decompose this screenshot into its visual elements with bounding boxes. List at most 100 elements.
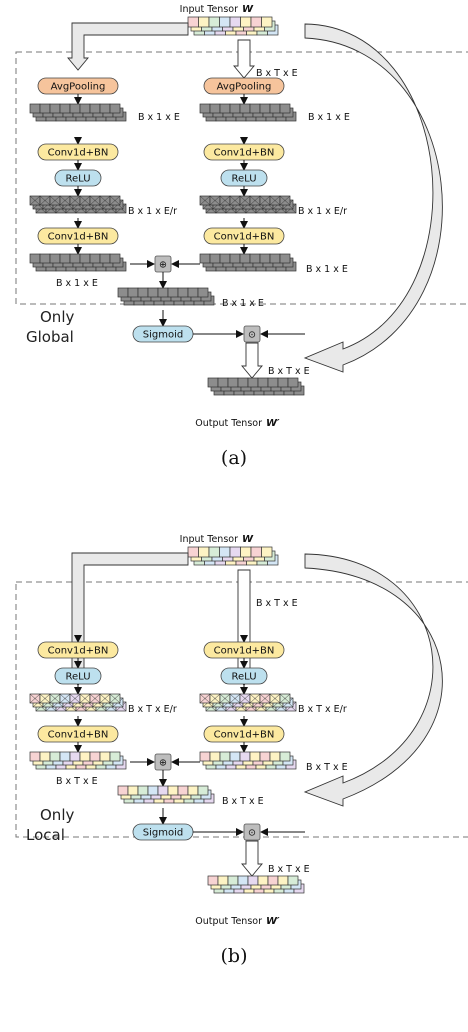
hatch-line [279, 693, 291, 704]
dim-reduced-right-a: B x 1 x E/r [298, 206, 347, 217]
conv1-left-a-label: Conv1d+BN [48, 148, 109, 159]
tensor-cell [227, 377, 239, 388]
output-tensor-label-a: Output Tensor [195, 418, 262, 429]
hatch-line [109, 693, 121, 704]
tensor-cell [79, 253, 91, 264]
tensor-cell [267, 377, 279, 388]
tensor-cell [209, 103, 221, 114]
tensor-cell [59, 253, 71, 264]
output-tensor-a [207, 377, 305, 396]
pooled-right-tensor-a [199, 103, 297, 122]
tensor-cell [187, 287, 199, 298]
tensor-cell [89, 103, 101, 114]
tensor-cell [219, 751, 231, 762]
tensor-cell [39, 103, 51, 114]
hatch-line [199, 693, 211, 704]
tensor-cell [197, 785, 209, 796]
hatch-line [59, 693, 71, 704]
conv1-right-b-label: Conv1d+BN [214, 646, 275, 657]
tensor-cell [177, 287, 189, 298]
block-arrow-right-a [233, 39, 255, 79]
summed-tensor-b [117, 785, 215, 804]
tensor-cell [99, 253, 111, 264]
dim-sum-b: B x T x E [222, 796, 264, 807]
tensor-cell [249, 253, 261, 264]
tensor-cell [79, 751, 91, 762]
tensor-cell [249, 103, 261, 114]
block-arrow-left-a [67, 22, 189, 71]
dim-left-out-b: B x T x E [56, 776, 98, 787]
tensor-cell [209, 751, 221, 762]
branch-right-out-a [199, 253, 297, 272]
dim-reduced-left-a: B x 1 x E/r [128, 206, 177, 217]
dim-reduced-right-b: B x T x E/r [298, 704, 347, 715]
tensor-cell [198, 546, 210, 558]
hatch-line [29, 693, 41, 704]
tensor-cell [59, 103, 71, 114]
hatch-line [79, 195, 91, 206]
caption-b: (b) [221, 945, 248, 967]
tensor-cell [187, 16, 199, 28]
tensor-cell [199, 751, 211, 762]
branch-right-out-b [199, 751, 297, 770]
tensor-cell [209, 253, 221, 264]
add-op-b-symbol: ⊕ [159, 758, 167, 769]
summed-tensor-a [117, 287, 215, 306]
tensor-cell [109, 253, 121, 264]
tensor-cell [259, 103, 271, 114]
dashed-frame-b [15, 581, 468, 838]
avgpooling-right-a-label: AvgPooling [217, 82, 272, 93]
tensor-cell [267, 875, 279, 886]
block-arrow-output-a [241, 342, 263, 379]
tensor-cell [207, 377, 219, 388]
tensor-cell [219, 16, 231, 28]
tensor-cell [99, 103, 111, 114]
tensor-cell [217, 377, 229, 388]
hatch-line [219, 693, 231, 704]
tensor-cell [269, 253, 281, 264]
hatch-line [209, 195, 221, 206]
input-tensor-variable-a: W [242, 4, 254, 15]
tensor-cell [59, 751, 71, 762]
relu-right-a-label: ReLU [231, 174, 256, 185]
tensor-cell [239, 253, 251, 264]
dim-pool-left-a: B x 1 x E [138, 112, 180, 123]
tensor-cell [208, 16, 220, 28]
dim-pool-right-a: B x 1 x E [308, 112, 350, 123]
tensor-cell [219, 103, 231, 114]
tensor-cell [199, 253, 211, 264]
tensor-cell [239, 103, 251, 114]
reduced-left-tensor-b [29, 693, 127, 712]
input-tensor-a [187, 16, 279, 36]
hatch-line [229, 693, 241, 704]
tensor-cell [147, 287, 159, 298]
tensor-cell [247, 875, 259, 886]
tensor-cell [277, 377, 289, 388]
branch-left-out-b [29, 751, 127, 770]
caption-a: (a) [221, 447, 247, 469]
tensor-cell [198, 16, 210, 28]
tensor-cell [237, 377, 249, 388]
tensor-cell [229, 253, 241, 264]
conv1-right-a-label: Conv1d+BN [214, 148, 275, 159]
tensor-cell [137, 785, 149, 796]
tensor-cell [261, 16, 273, 28]
relu-right-b-label: ReLU [231, 672, 256, 683]
conv2-left-a-label: Conv1d+BN [48, 232, 109, 243]
dim-left-out-a: B x 1 x E [56, 278, 98, 289]
tensor-cell [247, 377, 259, 388]
tensor-cell [69, 103, 81, 114]
tensor-cell [250, 16, 262, 28]
tensor-cell [229, 16, 241, 28]
tensor-cell [269, 751, 281, 762]
tensor-cell [217, 875, 229, 886]
tensor-cell [89, 751, 101, 762]
dim-top-b: B x T x E [256, 598, 298, 609]
hatch-line [279, 195, 291, 206]
tensor-cell [261, 546, 273, 558]
hatch-line [29, 195, 41, 206]
hatch-line [59, 195, 71, 206]
dim-right-out-b: B x T x E [306, 762, 348, 773]
tensor-cell [279, 751, 291, 762]
tensor-cell [197, 287, 209, 298]
